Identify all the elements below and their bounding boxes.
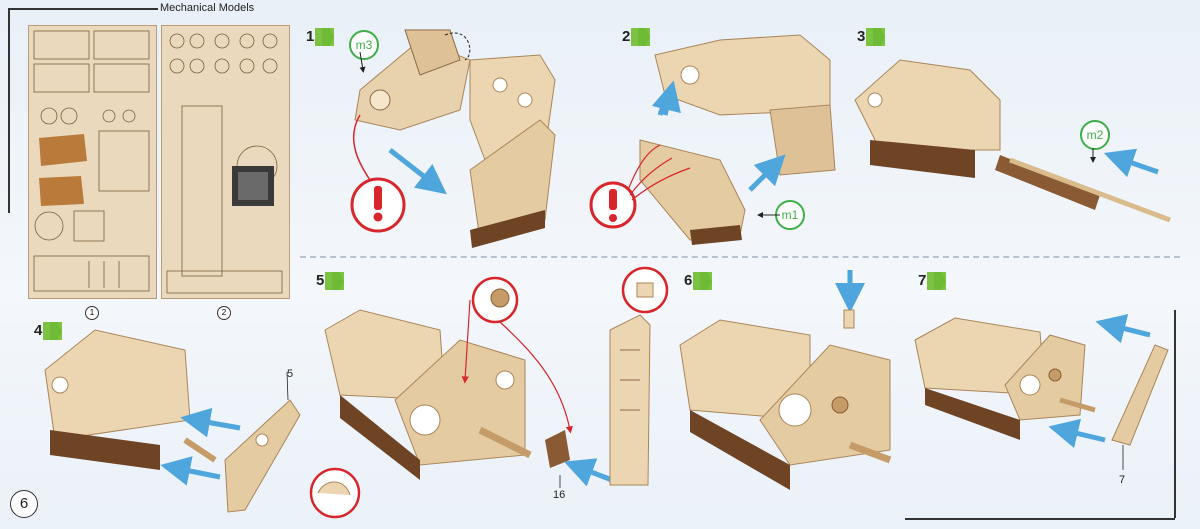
step-3-illustration xyxy=(854,59,1171,223)
part-16-callout: 16 xyxy=(553,489,566,501)
sheet-1-label: 1 xyxy=(85,306,99,320)
step-7-illustration xyxy=(914,314,1169,470)
step-badge-5: 5 xyxy=(312,272,344,290)
sheet-2-label: 2 xyxy=(217,306,231,320)
step-tab xyxy=(322,28,334,46)
step-number: 1 xyxy=(306,28,315,45)
step-badge-6: 6 xyxy=(680,272,712,290)
step-number: 3 xyxy=(857,28,866,45)
page-number: 6 xyxy=(10,490,38,518)
step-badge-4: 4 xyxy=(30,322,62,340)
row-separator xyxy=(300,256,1180,258)
step-tab xyxy=(934,272,946,290)
step-5-illustration xyxy=(324,276,613,488)
step-badge-1: 1 xyxy=(302,28,334,46)
part-7-callout: 7 xyxy=(1119,474,1126,486)
m2-badge: m2 xyxy=(1080,120,1110,150)
step-number: 6 xyxy=(684,272,693,289)
parts-sheet-2-pattern xyxy=(166,33,283,294)
page-title: Mechanical Models xyxy=(160,2,255,14)
step-4-illustration xyxy=(44,329,361,519)
part-5-callout: 5 xyxy=(287,368,294,380)
frame-line-left xyxy=(8,8,10,213)
step-tab xyxy=(700,272,712,290)
step-6-illustration xyxy=(609,266,892,490)
frame-line-bottom xyxy=(905,518,1175,520)
frame-line-top xyxy=(8,8,158,10)
m3-badge: m3 xyxy=(349,30,379,60)
step-2-illustration xyxy=(589,34,836,245)
step-number: 5 xyxy=(316,272,325,289)
parts-sheet-2 xyxy=(161,25,290,299)
step-1-illustration xyxy=(350,29,556,248)
parts-sheet-1 xyxy=(28,25,157,299)
step-badge-2: 2 xyxy=(618,28,650,46)
step-badge-7: 7 xyxy=(914,272,946,290)
step-badge-3: 3 xyxy=(853,28,885,46)
step-tab xyxy=(638,28,650,46)
step-number: 7 xyxy=(918,272,927,289)
frame-line-right xyxy=(1174,310,1176,518)
step-tab xyxy=(873,28,885,46)
parts-sheet-1-pattern xyxy=(33,30,150,292)
step-number: 4 xyxy=(34,322,43,339)
step-number: 2 xyxy=(622,28,631,45)
step-tab xyxy=(332,272,344,290)
step-tab xyxy=(50,322,62,340)
